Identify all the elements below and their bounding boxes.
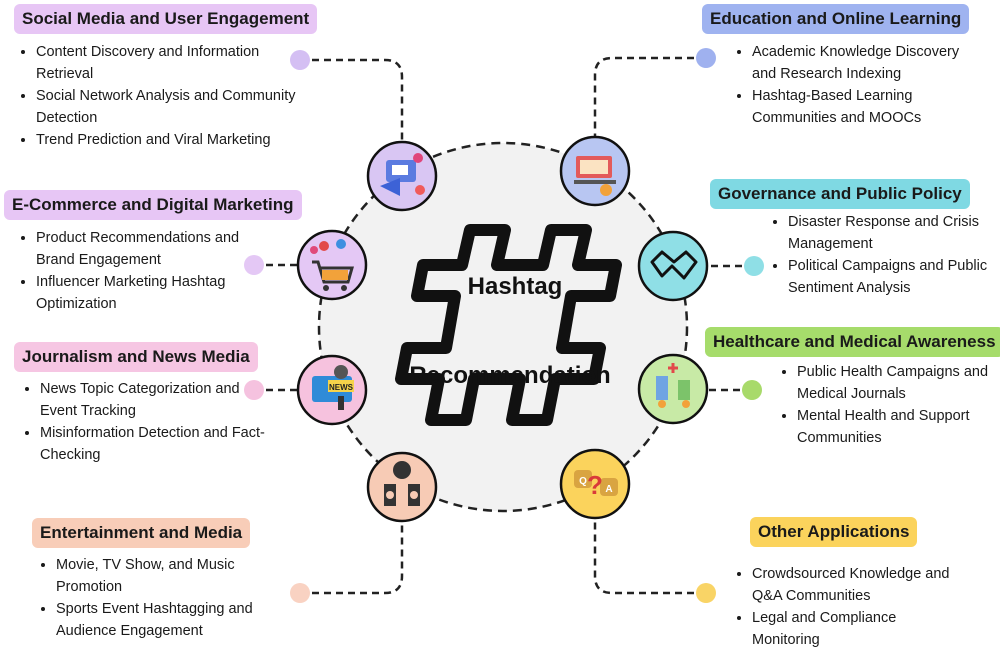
online-learning-icon — [559, 135, 631, 207]
central-ring — [317, 141, 689, 513]
category-title-healthcare: Healthcare and Medical Awareness — [705, 327, 1000, 357]
dot-entertainment — [290, 583, 310, 603]
svg-text:NEWS: NEWS — [329, 383, 354, 392]
list-item: Sports Event Hashtagging and Audience En… — [56, 598, 296, 642]
dot-healthcare — [742, 380, 762, 400]
list-item: Disaster Response and Crisis Management — [788, 211, 998, 255]
center-label-hashtag: Hashtag — [467, 273, 563, 300]
list-item: News Topic Categorization and Event Trac… — [40, 378, 265, 422]
list-item: Legal and Compliance Monitoring — [752, 607, 967, 651]
list-item: Hashtag-Based Learning Communities and M… — [752, 85, 972, 129]
center-label-recommendation: Recommendation — [409, 362, 611, 389]
dot-other — [696, 583, 716, 603]
dot-social — [290, 50, 310, 70]
dot-ecommerce — [244, 255, 264, 275]
category-list-healthcare: Public Health Campaigns and Medical Jour… — [775, 361, 1000, 449]
category-title-other: Other Applications — [750, 517, 918, 547]
handshake-icon — [637, 230, 709, 302]
svg-text:Q: Q — [579, 476, 587, 487]
category-title-journalism: Journalism and News Media — [14, 342, 258, 372]
svg-text:A: A — [605, 484, 612, 495]
category-list-education: Academic Knowledge Discovery and Researc… — [730, 41, 972, 129]
news-microphone-icon: NEWS — [296, 354, 368, 426]
shopping-cart-icon — [296, 229, 368, 301]
dot-education — [696, 48, 716, 68]
list-item: Content Discovery and Information Retrie… — [36, 41, 306, 85]
music-speaker-icon — [366, 451, 438, 523]
healthcare-icon — [637, 353, 709, 425]
connector-lines — [254, 56, 754, 595]
category-title-entertainment: Entertainment and Media — [32, 518, 251, 548]
dot-governance — [744, 256, 764, 276]
category-title-governance: Governance and Public Policy — [710, 179, 970, 209]
question-answer-icon: ? Q A — [559, 448, 631, 520]
category-title-ecommerce: E-Commerce and Digital Marketing — [4, 190, 302, 220]
hashtag-icon — [395, 224, 622, 426]
category-list-social: Content Discovery and Information Retrie… — [14, 41, 306, 151]
category-list-journalism: News Topic Categorization and Event Trac… — [18, 378, 265, 466]
list-item: Crowdsourced Knowledge and Q&A Communiti… — [752, 563, 967, 607]
list-item: Misinformation Detection and Fact-Checki… — [40, 422, 265, 466]
list-item: Academic Knowledge Discovery and Researc… — [752, 41, 972, 85]
svg-text:?: ? — [587, 470, 603, 500]
category-list-other: Crowdsourced Knowledge and Q&A Communiti… — [730, 563, 967, 651]
social-media-icon — [366, 140, 438, 212]
list-item: Trend Prediction and Viral Marketing — [36, 129, 306, 151]
list-item: Mental Health and Support Communities — [797, 405, 1000, 449]
category-title-social: Social Media and User Engagement — [14, 4, 318, 34]
list-item: Product Recommendations and Brand Engage… — [36, 227, 251, 271]
dot-journalism — [244, 380, 264, 400]
list-item: Political Campaigns and Public Sentiment… — [788, 255, 998, 299]
category-list-governance: Disaster Response and Crisis Management … — [766, 211, 998, 299]
list-item: Influencer Marketing Hashtag Optimizatio… — [36, 271, 251, 315]
category-list-entertainment: Movie, TV Show, and Music Promotion Spor… — [34, 554, 296, 642]
category-list-ecommerce: Product Recommendations and Brand Engage… — [14, 227, 251, 315]
list-item: Public Health Campaigns and Medical Jour… — [797, 361, 1000, 405]
list-item: Movie, TV Show, and Music Promotion — [56, 554, 296, 598]
category-title-education: Education and Online Learning — [702, 4, 970, 34]
list-item: Social Network Analysis and Community De… — [36, 85, 306, 129]
